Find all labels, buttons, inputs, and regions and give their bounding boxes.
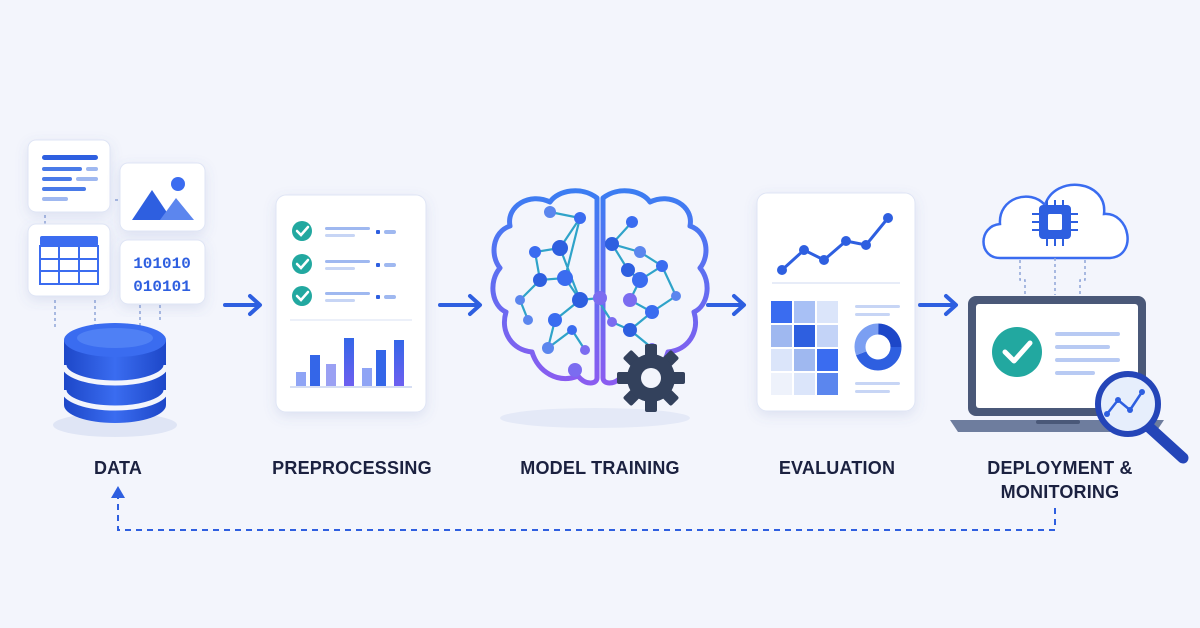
line-chart-icon: [772, 213, 900, 284]
arrow-icon: [918, 294, 958, 316]
stage-label-evaluation: EVALUATION: [778, 458, 896, 478]
magnifier-icon: [1095, 371, 1189, 464]
stage-label-deployment-monitoring: DEPLOYMENT & MONITORING: [960, 456, 1160, 504]
stage-label-preprocessing: PREPROCESSING: [272, 458, 432, 478]
feedback-loop-arrow: [111, 486, 1056, 531]
binary-icon: 101010 010101: [119, 239, 206, 305]
stage-label-deployment-line-1: DEPLOYMENT &: [987, 458, 1133, 478]
stage-label-data: DATA: [93, 458, 143, 478]
data-stage: 101010 010101: [27, 139, 206, 437]
neural-nodes: [515, 206, 681, 377]
preprocessing-stage: [275, 194, 427, 413]
arrow-icon: [223, 294, 262, 316]
table-icon: [27, 223, 111, 297]
pipeline-arrows: [223, 294, 958, 316]
image-icon: [119, 162, 206, 232]
binary-line-2: 010101: [133, 278, 191, 296]
legend-lines: [855, 305, 900, 393]
confusion-matrix-icon: [769, 299, 840, 397]
chip-icon: [1032, 200, 1078, 246]
database-icon: [53, 323, 177, 437]
cloud-connectors: [1019, 258, 1086, 295]
stage-label-model-training: MODEL TRAINING: [520, 458, 680, 478]
model-training-stage: [490, 188, 710, 428]
document-icon: [27, 139, 111, 213]
stage-label-deployment-line-2: MONITORING: [1000, 482, 1120, 502]
checklist-icon: [292, 221, 396, 306]
arrow-icon: [706, 294, 746, 316]
arrow-icon: [438, 294, 482, 316]
laptop-text-lines: [1055, 332, 1120, 375]
bar-chart-icon: [290, 338, 412, 388]
evaluation-stage: [756, 192, 916, 412]
deployment-stage: [950, 183, 1189, 464]
gear-icon: [617, 344, 685, 412]
check-circle-icon: [992, 327, 1042, 377]
donut-chart-icon: [854, 323, 902, 371]
binary-line-1: 101010: [133, 255, 191, 273]
